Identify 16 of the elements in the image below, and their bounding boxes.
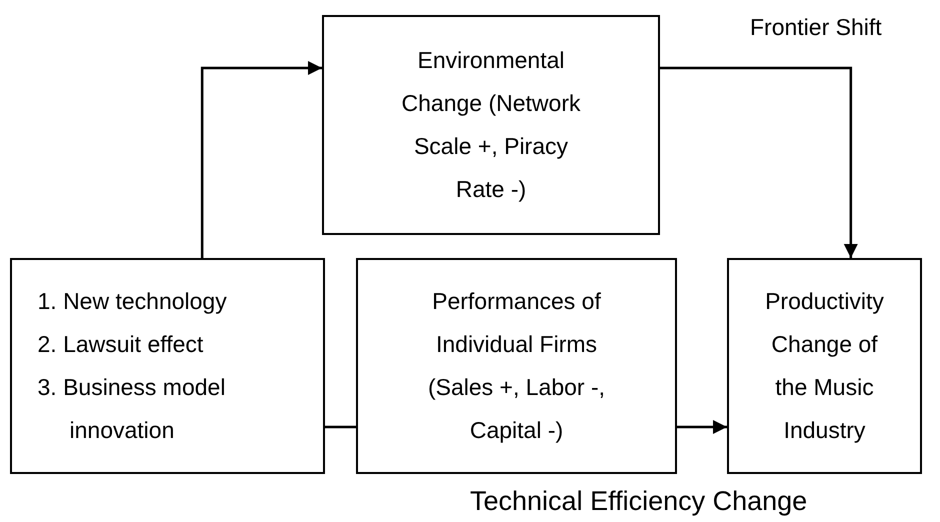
box-text: 1. New technology <box>38 287 228 316</box>
process-box <box>727 258 922 474</box>
box-text: Environmental Change (Network Scale +, Piracy Rate -) <box>400 46 582 204</box>
arrow <box>660 66 858 258</box>
arrow <box>200 61 322 258</box>
box-text: Productivity Change of the Music Industry <box>764 287 885 445</box>
process-box <box>356 258 677 474</box>
process-box <box>10 258 325 474</box>
box-text: Performances of Individual Firms (Sales +, Labor -, Capital -) <box>426 287 606 445</box>
box-text: 3. Business model innovation <box>38 373 226 445</box>
process-box <box>322 15 660 235</box>
annotation-label: Frontier Shift <box>750 14 882 41</box>
box-text: 2. Lawsuit effect <box>38 330 204 359</box>
annotation-label: Technical Efficiency Change <box>470 486 808 517</box>
arrow <box>677 420 727 434</box>
connector-line <box>325 426 356 428</box>
